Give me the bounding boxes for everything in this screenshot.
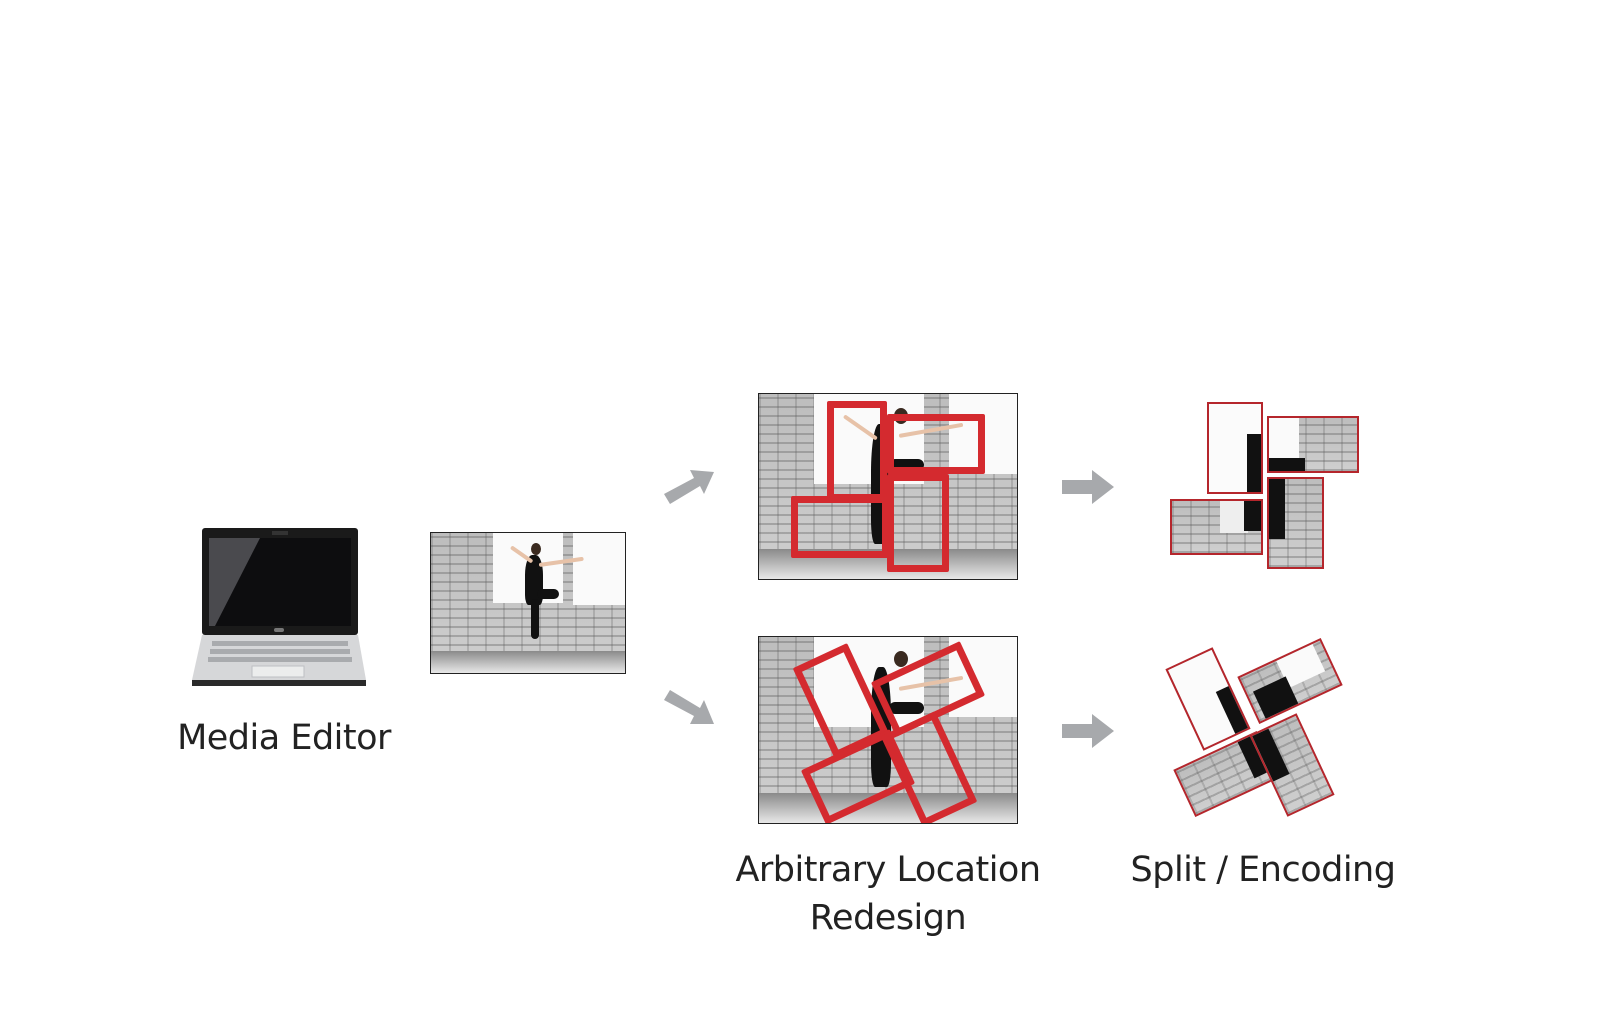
region-box — [827, 401, 887, 501]
split-tile — [1207, 402, 1263, 494]
region-box — [887, 474, 949, 572]
region-box — [791, 496, 889, 558]
arbitrary-layout-image-rotated — [758, 636, 1018, 824]
split-tile — [1170, 499, 1263, 555]
arbitrary-location-line1: Arbitrary Location — [735, 850, 1041, 890]
arrow-icon-down — [662, 686, 716, 730]
split-tile — [1237, 637, 1343, 725]
arrow-icon-up — [662, 466, 716, 510]
arbitrary-location-label: Arbitrary Location Redesign — [700, 846, 1076, 942]
arbitrary-location-line2: Redesign — [809, 898, 967, 938]
arrow-icon-right-2 — [1062, 714, 1116, 748]
split-encoding-label: Split / Encoding — [1130, 850, 1396, 890]
split-tile — [1267, 477, 1324, 569]
arbitrary-layout-image-aligned — [758, 393, 1018, 580]
arrow-icon-right-1 — [1062, 470, 1116, 504]
media-editor-label: Media Editor — [177, 718, 391, 758]
split-tile — [1165, 647, 1251, 751]
source-image — [430, 532, 626, 674]
region-box — [887, 414, 985, 474]
split-tile — [1267, 416, 1359, 473]
laptop-icon — [190, 528, 368, 688]
